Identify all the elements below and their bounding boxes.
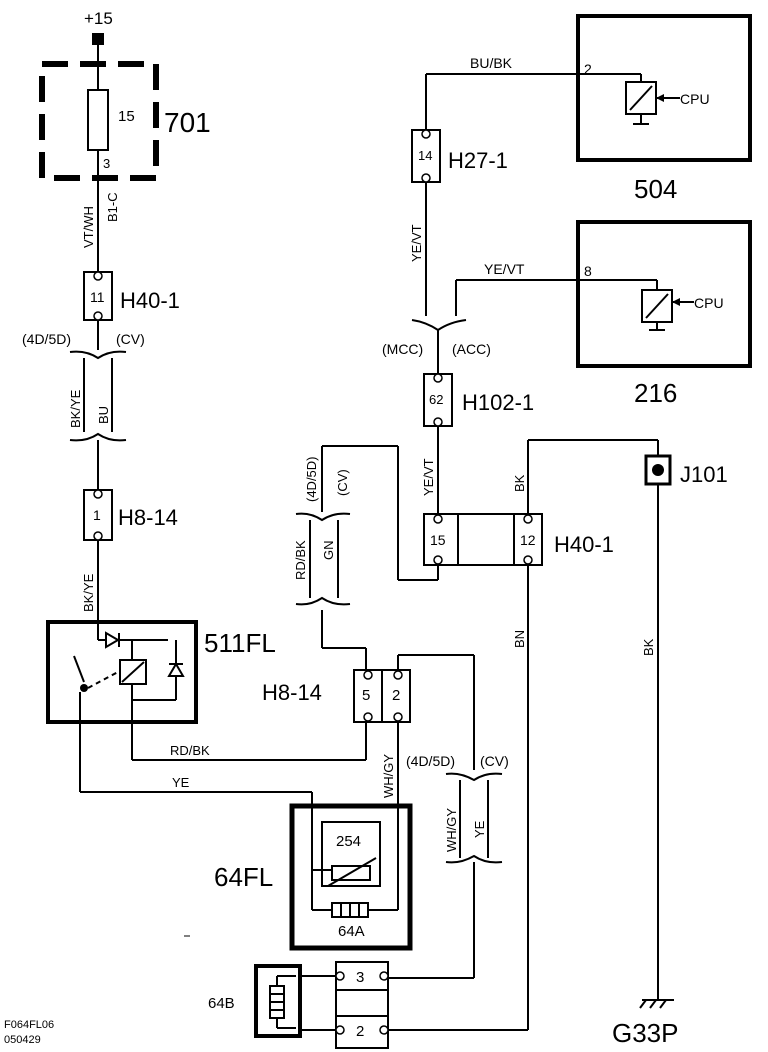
wire-bk-2: BK bbox=[641, 638, 656, 656]
variant-mid-b: (CV) bbox=[335, 469, 350, 496]
h40-right-label: H40-1 bbox=[554, 532, 614, 557]
wire-ye: YE bbox=[172, 775, 190, 790]
relay-coil-icon bbox=[119, 640, 185, 701]
wire-vt-wh: VT/WH bbox=[81, 206, 96, 248]
conn-64b-pin-b: 2 bbox=[356, 1023, 364, 1040]
ground-icon bbox=[639, 999, 674, 1009]
variant-mid-a: (4D/5D) bbox=[304, 456, 319, 502]
wire-bk-ye: BK/YE bbox=[68, 389, 83, 428]
connector-h40-right bbox=[423, 513, 543, 566]
wire-b1c: B1-C bbox=[105, 192, 120, 222]
h8-top-pin: 1 bbox=[93, 507, 101, 523]
h8-mid-label: H8-14 bbox=[262, 680, 322, 705]
h40-top-pin: 11 bbox=[90, 289, 105, 305]
h8-top-label: H8-14 bbox=[118, 505, 178, 530]
ecu-216-box bbox=[576, 220, 752, 368]
component-216: 216 bbox=[634, 378, 677, 408]
heater-element-icon bbox=[269, 975, 296, 1029]
wire-bu: BU bbox=[96, 406, 111, 424]
variant-right-b: (CV) bbox=[480, 753, 509, 769]
h40-right-pin-b: 12 bbox=[520, 532, 536, 548]
h102-pin: 62 bbox=[429, 392, 443, 407]
variant-top-a: (MCC) bbox=[382, 341, 423, 357]
ntc-box bbox=[321, 821, 381, 887]
switch-icon bbox=[73, 655, 119, 792]
junction-j101-label: J101 bbox=[680, 462, 728, 487]
relay-511fl-box bbox=[46, 620, 198, 724]
thermistor-icon bbox=[625, 81, 657, 125]
wire-rd-bk-2: RD/BK bbox=[293, 540, 308, 580]
conn-64b-pin-a: 3 bbox=[356, 969, 364, 986]
wire-bk: BK bbox=[512, 474, 527, 492]
ecu-504-box bbox=[576, 14, 752, 162]
component-511fl: 511FL bbox=[204, 628, 276, 658]
wire-rd-bk: RD/BK bbox=[170, 743, 210, 758]
fuse-pin: 3 bbox=[103, 156, 110, 171]
footer-code: F064FL06 bbox=[4, 1019, 54, 1031]
h102-label: H102-1 bbox=[462, 390, 534, 415]
ground-g33p-label: G33P bbox=[612, 1018, 679, 1048]
h40-right-pin-a: 15 bbox=[430, 532, 446, 548]
h40-top-label: H40-1 bbox=[120, 288, 180, 313]
h27-label: H27-1 bbox=[448, 148, 508, 173]
wire-bn: BN bbox=[512, 630, 527, 648]
h27-pin: 14 bbox=[418, 148, 432, 163]
ecu-216-pin: 8 bbox=[584, 263, 592, 279]
wire-ye-2: YE bbox=[472, 820, 487, 838]
wire-bk-ye-2: BK/YE bbox=[81, 573, 96, 612]
variant-left-b: (CV) bbox=[116, 331, 145, 347]
wire-wh-gy-2: WH/GY bbox=[444, 808, 459, 852]
wire-ye-vt-top: YE/VT bbox=[484, 261, 525, 277]
variant-top-b: (ACC) bbox=[452, 341, 491, 357]
power-label: +15 bbox=[84, 9, 113, 28]
power-terminal-icon bbox=[92, 33, 104, 45]
wire-ye-vt-2: YE/VT bbox=[421, 458, 436, 496]
fuse-icon bbox=[87, 89, 109, 151]
heater-element-icon bbox=[331, 902, 369, 918]
h8-mid-pin-a: 5 bbox=[362, 687, 370, 704]
wire-wh-gy: WH/GY bbox=[381, 754, 396, 798]
ntc-254-label: 254 bbox=[336, 833, 361, 850]
ecu-216-cpu: CPU bbox=[694, 295, 724, 311]
wire-ye-vt: YE/VT bbox=[409, 224, 424, 262]
fuse-number: 15 bbox=[118, 108, 135, 125]
h8-mid-pin-b: 2 bbox=[392, 687, 400, 704]
wire-gn: GN bbox=[321, 541, 336, 561]
heater-64fl-box bbox=[289, 803, 413, 951]
ecu-504-pin: 2 bbox=[584, 61, 592, 77]
heater-64a-label: 64A bbox=[338, 923, 365, 940]
element-64b-box bbox=[254, 964, 302, 1038]
variant-right-a: (4D/5D) bbox=[406, 753, 455, 769]
component-64fl: 64FL bbox=[214, 862, 273, 892]
wire-bu-bk: BU/BK bbox=[470, 55, 513, 71]
ecu-504-cpu: CPU bbox=[680, 91, 710, 107]
thermistor-icon bbox=[641, 289, 673, 331]
variant-left-a: (4D/5D) bbox=[22, 331, 71, 347]
component-504: 504 bbox=[634, 174, 677, 204]
footer-date: 050429 bbox=[4, 1034, 41, 1046]
thermistor-icon bbox=[327, 857, 377, 887]
component-64b: 64B bbox=[208, 995, 235, 1012]
component-701: 701 bbox=[164, 107, 211, 138]
